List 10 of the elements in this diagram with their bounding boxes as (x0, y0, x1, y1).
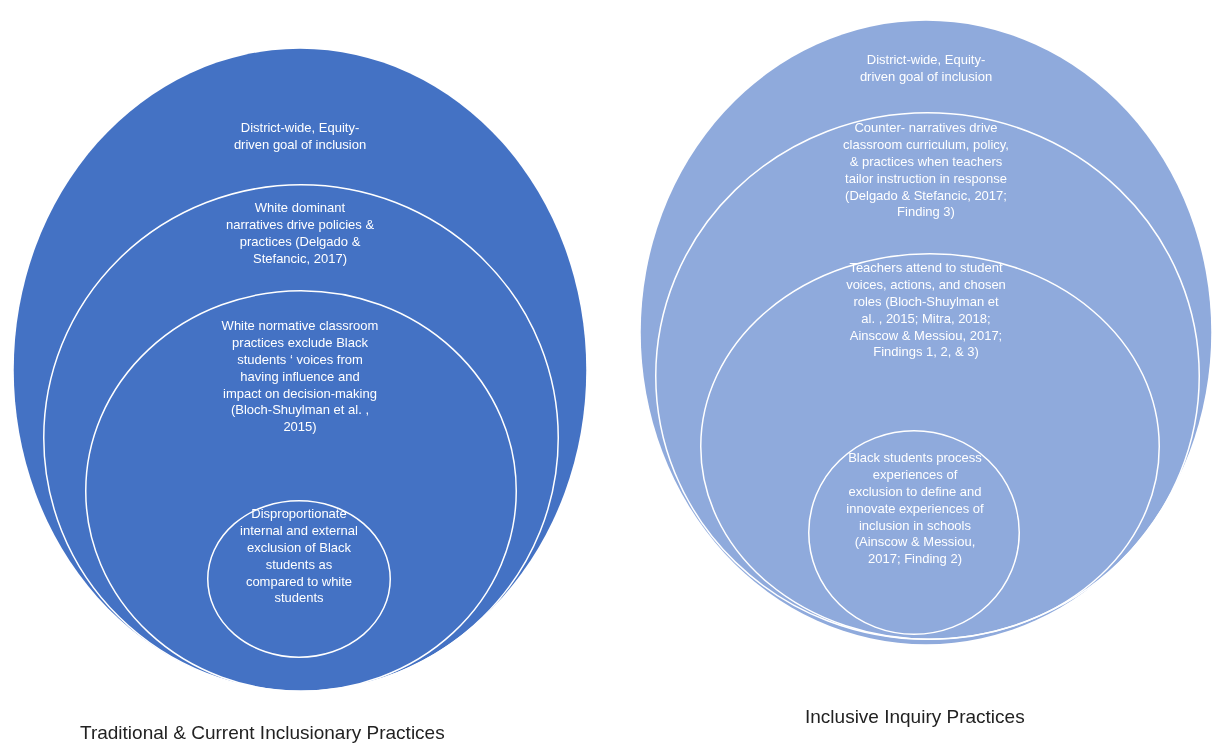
diagram-heading: Traditional & Current Inclusionary Practices (80, 722, 445, 744)
circle-label: Counter- narratives drive classroom curriculum, policy, & practices when teachers tailor instruction in response (Delgado & Stefancic, 2017; Finding 3) (842, 120, 1010, 222)
circle-label: White normative classroom practices exclude Black students ‘ voices from having influence and impact on decision-making (Bloch-Shuylman et al. , 2015) (220, 318, 380, 437)
circle-label: Black students process experiences of exclusion to define and innovate experiences of inclusion in schools (Ainscow & Messiou, 2017; Finding 2) (845, 450, 985, 569)
circle-label: District-wide, Equity-driven goal of inclusion (232, 120, 368, 154)
diagram-heading: Inclusive Inquiry Practices (805, 706, 1025, 728)
circle-label: Disproportionate internal and external exclusion of Black students as compared to white students (239, 506, 359, 608)
circle-label: White dominant narratives drive policies & practices (Delgado & Stefancic, 2017) (225, 200, 375, 268)
circle-label: Teachers attend to student voices, actions, and chosen roles (Bloch-Shuylman et al. , 2015; Mitra, 2018; Ainscow & Messiou, 2017; Findings 1, 2, & 3) (845, 260, 1007, 362)
circle-label: District-wide, Equity-driven goal of inclusion (858, 52, 994, 86)
